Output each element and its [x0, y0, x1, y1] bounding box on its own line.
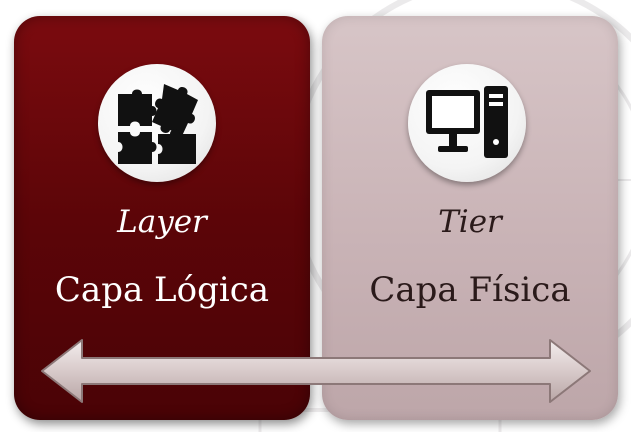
puzzle-icon — [118, 84, 198, 164]
layer-subtitle: Capa Lógica — [54, 270, 270, 310]
desktop-computer-icon — [426, 86, 508, 158]
tier-subtitle: Capa Física — [369, 270, 571, 310]
computer-icon-circle — [408, 64, 526, 182]
double-arrow-icon — [41, 339, 591, 403]
tier-title: Tier — [438, 204, 502, 240]
puzzle-icon-circle — [98, 64, 216, 182]
layer-title: Layer — [117, 204, 207, 240]
